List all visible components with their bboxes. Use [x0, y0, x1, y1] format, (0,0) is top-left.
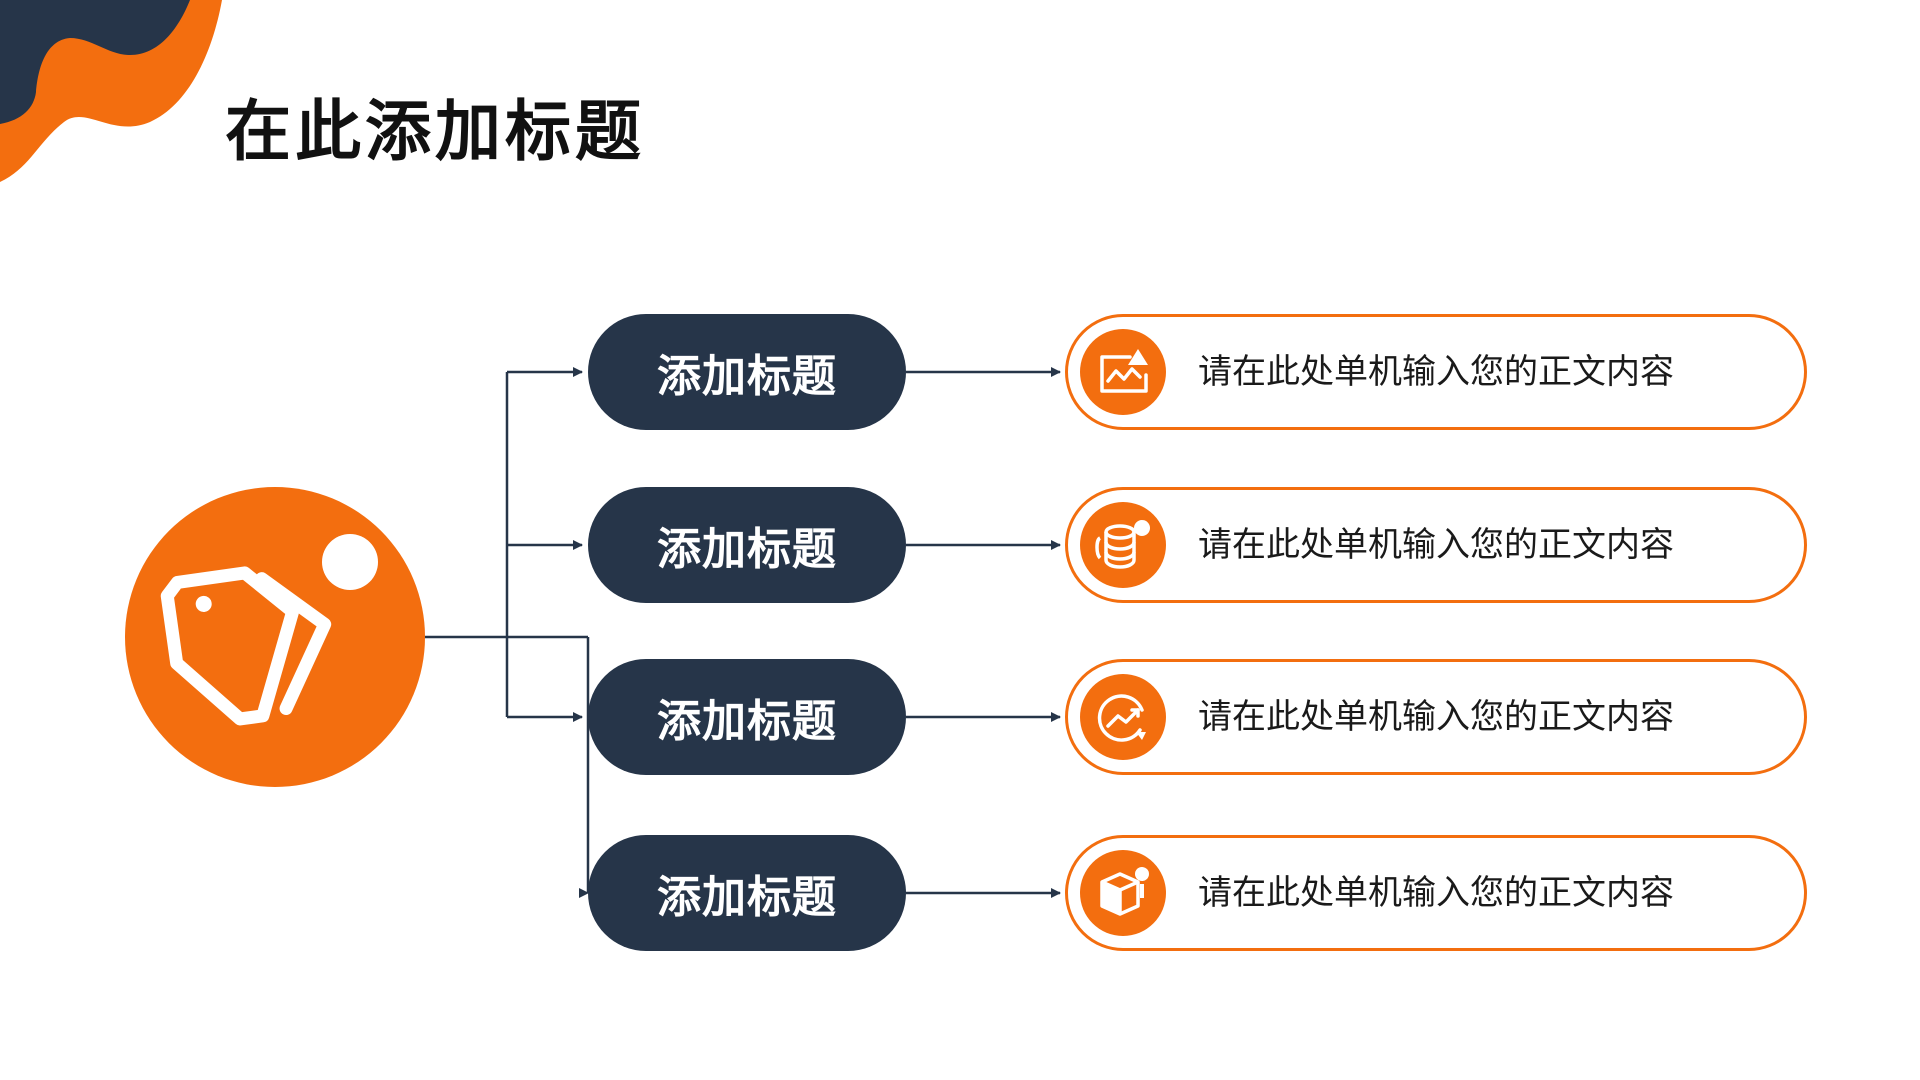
- price-tags-icon: [125, 487, 425, 787]
- branch-title-pill-3[interactable]: 添加标题: [588, 659, 906, 775]
- card-text: 请在此处单机输入您的正文内容: [1198, 697, 1674, 737]
- branch-title-pill-1[interactable]: 添加标题: [588, 314, 906, 430]
- card-text: 请在此处单机输入您的正文内容: [1198, 873, 1674, 913]
- content-card-1[interactable]: 请在此处单机输入您的正文内容: [1065, 314, 1807, 430]
- database-icon: [1095, 520, 1150, 569]
- card-text: 请在此处单机输入您的正文内容: [1198, 352, 1674, 392]
- card-text: 请在此处单机输入您的正文内容: [1198, 525, 1674, 565]
- page-title: 在此添加标题: [225, 92, 645, 170]
- card-icon-badge: [1080, 502, 1166, 588]
- branch-title-pill-4[interactable]: 添加标题: [588, 835, 906, 951]
- branch-title-pill-2[interactable]: 添加标题: [588, 487, 906, 603]
- card-icon-badge: [1080, 329, 1166, 415]
- card-icon-badge: [1080, 850, 1166, 936]
- box-icon: [1100, 867, 1149, 916]
- navy-wave-shape: [0, 0, 190, 124]
- hub-circle: [125, 487, 425, 787]
- content-card-2[interactable]: 请在此处单机输入您的正文内容: [1065, 487, 1807, 603]
- corner-decoration: [0, 0, 222, 182]
- content-card-4[interactable]: 请在此处单机输入您的正文内容: [1065, 835, 1807, 951]
- orange-wave-shape: [0, 0, 222, 182]
- line-chart-icon: [1100, 349, 1148, 393]
- trend-chart-icon: [1097, 694, 1146, 742]
- card-icon-badge: [1080, 674, 1166, 760]
- content-card-3[interactable]: 请在此处单机输入您的正文内容: [1065, 659, 1807, 775]
